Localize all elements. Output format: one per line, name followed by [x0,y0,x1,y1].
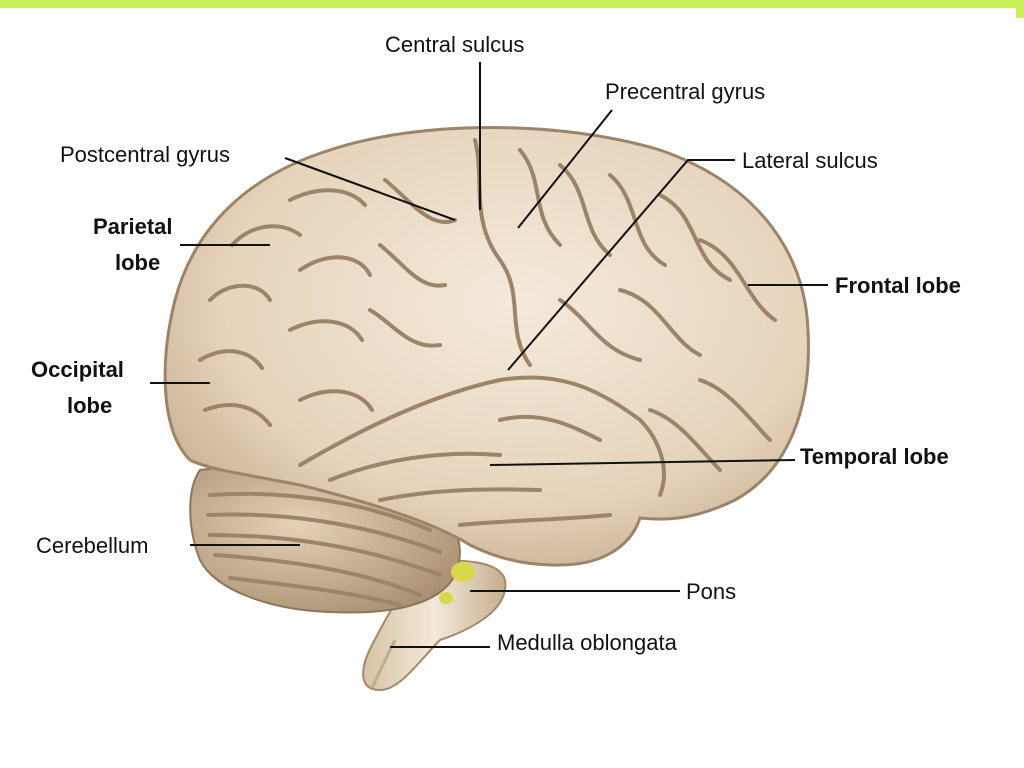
leader-lines [150,62,828,648]
brainstem [362,558,507,692]
label-postcentral-gyrus: Postcentral gyrus [60,142,230,167]
label-occipital-lobe-line1: Occipital [31,357,124,382]
top-accent-bar [0,0,1024,8]
leader-temporal-lobe [489,459,796,466]
label-temporal-lobe: Temporal lobe [800,444,949,469]
leader-postcentral-gyrus [284,157,456,221]
cerebrum-shape [163,126,810,567]
label-precentral-gyrus: Precentral gyrus [605,79,765,104]
label-medulla-oblongata: Medulla oblongata [497,630,678,655]
labels: Central sulcus Precentral gyrus Postcent… [31,32,961,655]
label-parietal-lobe-line1: Parietal [93,214,173,239]
label-cerebellum: Cerebellum [36,533,149,558]
label-central-sulcus: Central sulcus [385,32,524,57]
right-accent-bar [1016,8,1024,18]
leader-lateral-sulcus [507,159,735,371]
label-occipital-lobe-line2: lobe [67,393,112,418]
label-pons: Pons [686,579,736,604]
label-parietal-lobe-line2: lobe [115,250,160,275]
label-frontal-lobe: Frontal lobe [835,273,961,298]
leader-precentral-gyrus [517,109,613,229]
label-lateral-sulcus: Lateral sulcus [742,148,878,173]
pons-highlight [439,562,475,604]
